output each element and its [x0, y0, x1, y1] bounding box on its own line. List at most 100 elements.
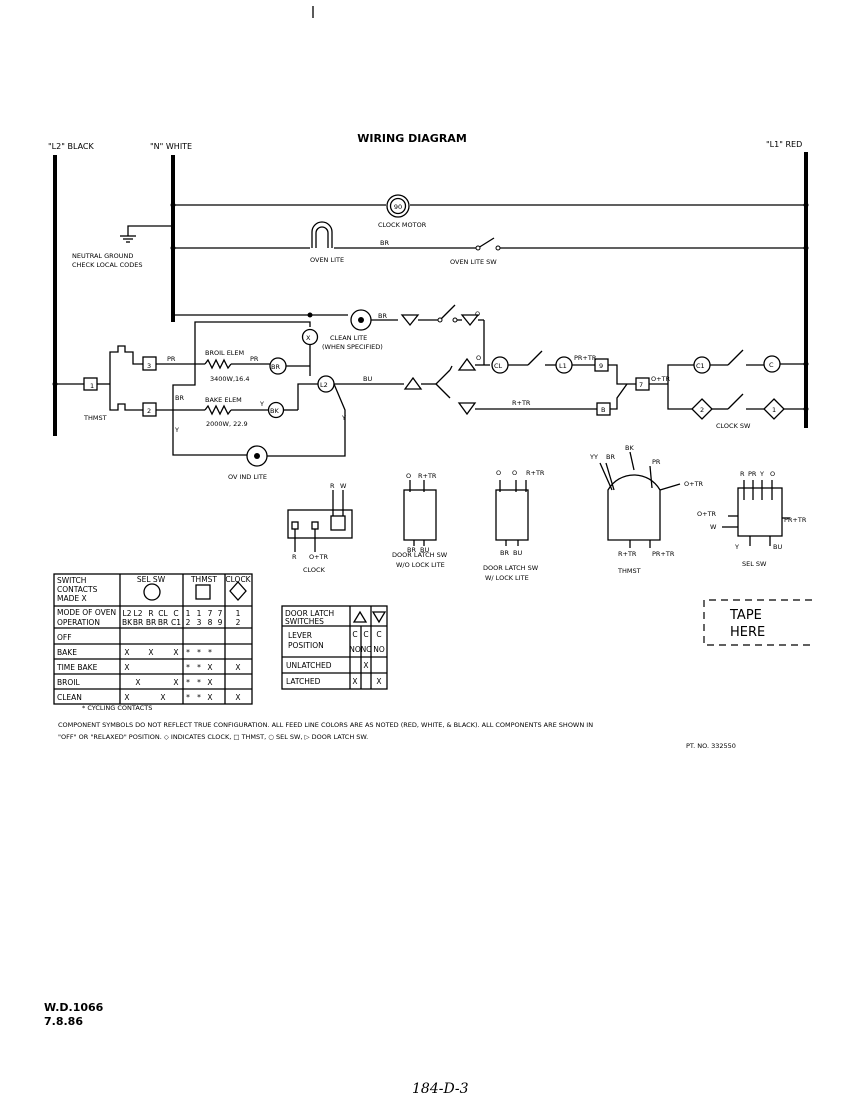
- clock-motor-circuit: 90: [170, 194, 809, 218]
- switch-cell: *: [186, 648, 190, 657]
- node-9: 9: [599, 362, 603, 370]
- latch-w-pin-bu: BU: [513, 549, 522, 557]
- oven-lite-sw-label: OVEN LITE SW: [450, 258, 497, 266]
- switch-row-mode: TIME BAKE: [56, 663, 98, 672]
- broil-rating: 3400W,16.4: [210, 375, 250, 383]
- part-number: PT. NO. 332550: [686, 742, 736, 750]
- switch-table-header-3: MADE X: [57, 594, 87, 603]
- sel-pin-prtr: PR+TR: [784, 516, 807, 524]
- wire-br-clean: BR: [378, 312, 387, 320]
- switch-table-header-2: CONTACTS: [57, 585, 98, 594]
- switch-cell: *: [197, 678, 201, 687]
- bus-label-n: "N" WHITE: [150, 142, 192, 151]
- node-2-diamond: 2: [700, 406, 704, 414]
- sel-pin-otr: O+TR: [697, 510, 717, 518]
- switch-col-bot-2: BR: [146, 618, 156, 627]
- clock-pin-r2: R: [292, 553, 297, 561]
- wd-date: 7.8.86: [44, 1015, 83, 1028]
- switch-col-bot-6: 3: [197, 618, 202, 627]
- handwritten-ref: 184-D-3: [412, 1081, 469, 1097]
- latch-col-top-2: C: [376, 630, 381, 639]
- thermostat-element-circuit: [52, 321, 453, 467]
- node-bk: BK: [270, 407, 279, 415]
- switch-cell: X: [173, 648, 178, 657]
- bake-elem-label: BAKE ELEM: [205, 396, 242, 404]
- ground-note-2: CHECK LOCAL CODES: [72, 261, 142, 269]
- tape-label-2: HERE: [730, 625, 765, 640]
- latch-w-label-1: DOOR LATCH SW: [483, 564, 539, 572]
- detail-latch-wo: [403, 480, 437, 546]
- switch-cell: X: [207, 693, 212, 702]
- tape-label-1: TAPE: [729, 608, 762, 623]
- switch-col-bot-1: BR: [133, 618, 143, 627]
- switch-contacts-table: [53, 573, 253, 705]
- switch-col-top-5: 1: [186, 609, 191, 618]
- switch-cell: *: [197, 648, 201, 657]
- switch-cell: X: [207, 663, 212, 672]
- latch-wo-pin-br: BR: [407, 546, 416, 554]
- sel-pin-r: R: [740, 470, 745, 478]
- wire-r-tr: R+TR: [512, 399, 531, 407]
- switch-col-bot-9: 2: [236, 618, 241, 627]
- node-2: 2: [147, 407, 151, 415]
- latch-w-label-2: W/ LOCK LITE: [485, 574, 529, 582]
- node-b: B: [601, 406, 605, 414]
- latch-cell: X: [376, 677, 381, 686]
- wire-o-latch: O: [476, 354, 481, 362]
- node-cl: CL: [494, 362, 503, 370]
- switch-col-top-7: 7: [208, 609, 213, 618]
- thmst-pin-prtr: PR+TR: [652, 550, 675, 558]
- latch-row-label: UNLATCHED: [286, 661, 332, 670]
- thmst-pin-pr: PR: [652, 458, 661, 466]
- switch-cell: *: [186, 663, 190, 672]
- sel-pin-pr: PR: [748, 470, 757, 478]
- wire-o-clean: O: [475, 310, 480, 318]
- switch-row-mode: BROIL: [57, 678, 80, 687]
- switch-col-top-9: 1: [236, 609, 241, 618]
- switch-cell: *: [197, 693, 201, 702]
- sel-pin-o: O: [770, 470, 775, 478]
- latch-wo-pin-bu: BU: [420, 546, 429, 554]
- switch-cell: X: [148, 648, 153, 657]
- node-3: 3: [147, 362, 151, 370]
- note-line-1: COMPONENT SYMBOLS DO NOT REFLECT TRUE CO…: [58, 721, 593, 729]
- oven-lite-label: OVEN LITE: [310, 256, 344, 264]
- switch-group-sel: SEL SW: [137, 575, 166, 584]
- thmst-pin-bk: BK: [625, 444, 634, 452]
- bus-label-l1: "L1" RED: [766, 140, 802, 149]
- latch-col-bot-0: NO: [349, 645, 361, 654]
- thmst-pin-rtr: R+TR: [618, 550, 637, 558]
- clean-lite-circuit: [173, 304, 485, 365]
- lever-label-1: LEVER: [288, 631, 312, 640]
- switch-col-top-1: L2: [134, 609, 143, 618]
- wire-o-tr: O+TR: [651, 375, 671, 383]
- switch-col-bot-0: BK: [122, 618, 133, 627]
- wd-number: W.D.1066: [44, 1001, 104, 1014]
- clean-lite-label-1: CLEAN LITE: [330, 334, 367, 342]
- broil-elem-label: BROIL ELEM: [205, 349, 244, 357]
- clock-detail-label: CLOCK: [303, 566, 326, 574]
- ov-ind-lite-label: OV IND LITE: [228, 473, 267, 481]
- thmst-detail-label: THMST: [617, 567, 641, 575]
- latch-cell: X: [352, 677, 357, 686]
- switch-col-top-8: 7: [218, 609, 223, 618]
- switch-row-mode: CLEAN: [57, 693, 82, 702]
- node-c1: C1: [696, 362, 705, 370]
- detail-latch-w: [495, 480, 529, 546]
- switch-col-bot-8: 9: [218, 618, 223, 627]
- switch-col-top-0: L2: [123, 609, 132, 618]
- wire-bu: BU: [363, 375, 372, 383]
- switch-group-clock: CLOCK: [225, 575, 251, 584]
- oven-lite-circuit: [170, 221, 809, 251]
- diagram-title: WIRING DIAGRAM: [357, 132, 467, 145]
- switch-cell: X: [135, 678, 140, 687]
- latch-w-pin-o1: O: [496, 469, 501, 477]
- latch-col-bot-1: NC: [361, 645, 372, 654]
- detail-sel-sw: [722, 480, 790, 546]
- switch-table-text: SWITCH CONTACTS MADE X SEL SW THMST CLOC…: [57, 575, 252, 627]
- switch-group-thmst: THMST: [190, 575, 217, 584]
- detail-clock: [287, 490, 353, 552]
- switch-cell: *: [186, 693, 190, 702]
- ground-note-1: NEUTRAL GROUND: [72, 252, 133, 260]
